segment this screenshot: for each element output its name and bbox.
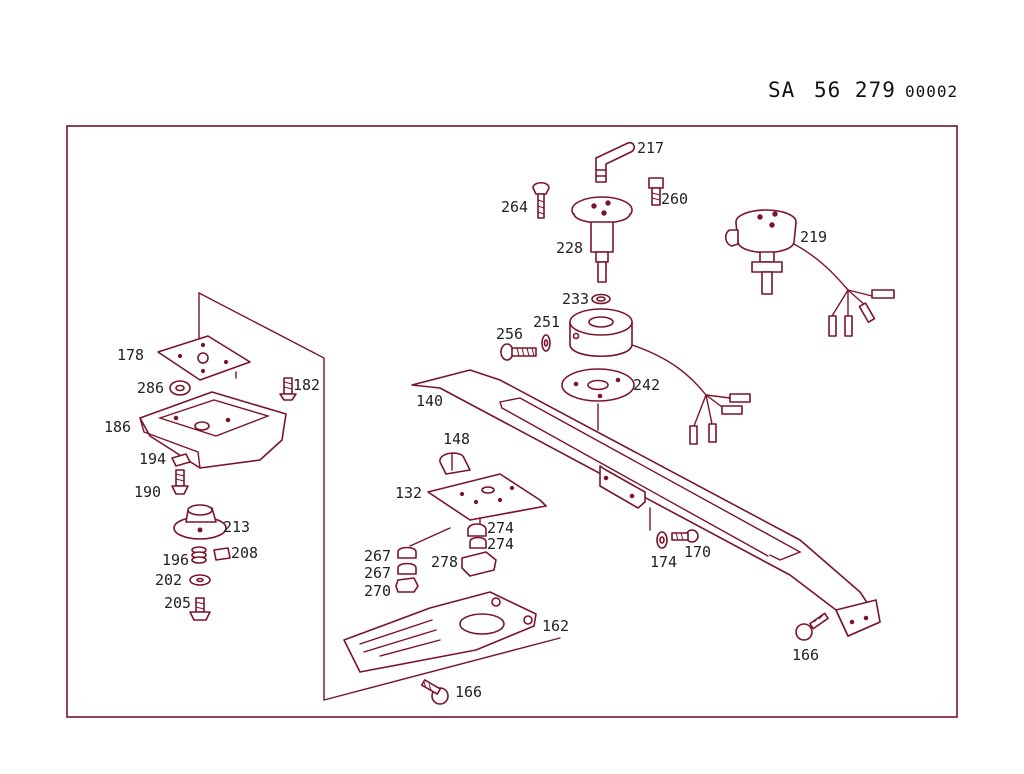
part-170-screw: [671, 529, 699, 543]
part-213-knob: [173, 504, 227, 540]
part-186-tray: [139, 391, 287, 469]
label-260: 260: [661, 190, 688, 208]
label-233: 233: [562, 290, 589, 308]
part-190-screw: [171, 469, 189, 495]
label-132: 132: [395, 484, 422, 502]
label-162: 162: [542, 617, 569, 635]
part-174-washer: [656, 531, 668, 549]
part-228-switch: [571, 196, 633, 283]
inset-panel-bottom: [323, 637, 561, 701]
label-213: 213: [223, 518, 250, 536]
label-208: 208: [231, 544, 258, 562]
part-166-screw-right: [795, 612, 829, 641]
leader-132-267: [409, 527, 451, 547]
label-182: 182: [293, 376, 320, 394]
part-194-nut: [171, 453, 191, 467]
label-219: 219: [800, 228, 827, 246]
part-274-cap-upper: [467, 523, 487, 537]
inset-panel-outline: [198, 292, 325, 701]
label-264: 264: [501, 198, 528, 216]
diagram-frame: [66, 125, 958, 718]
part-132-plate: [427, 473, 547, 525]
part-256-screw: [500, 343, 537, 361]
part-274-cap-lower: [469, 536, 487, 549]
part-208-nut: [213, 547, 231, 561]
label-274-upper: 274: [487, 519, 514, 537]
header-prefix: SA: [768, 78, 795, 102]
label-267-lower: 267: [364, 564, 391, 582]
part-233-washer: [591, 293, 611, 305]
label-256: 256: [496, 325, 523, 343]
part-202-washer: [189, 574, 211, 586]
label-267-upper: 267: [364, 547, 391, 565]
part-260-bolt: [648, 177, 664, 206]
label-205: 205: [164, 594, 191, 612]
label-140: 140: [416, 392, 443, 410]
part-196-spring: [191, 546, 207, 564]
label-166-lower: 166: [455, 683, 482, 701]
part-242-gasket: [561, 368, 635, 402]
part-162-base-plate: [343, 591, 537, 673]
part-switch-housing: [569, 308, 751, 445]
part-140-long-bracket: [411, 369, 881, 637]
part-number-labels: 217 264 260 228 219 233 256 251 242 140 …: [104, 139, 827, 701]
part-217-elbow-fitting: [595, 141, 636, 183]
part-267-nut-lower: [397, 562, 417, 575]
label-242: 242: [633, 376, 660, 394]
label-178: 178: [117, 346, 144, 364]
label-148: 148: [443, 430, 470, 448]
part-267-nut-upper: [397, 546, 417, 559]
header-number: 56 279: [814, 78, 896, 102]
part-270-nut: [395, 577, 419, 593]
label-228: 228: [556, 239, 583, 257]
label-202: 202: [155, 571, 182, 589]
part-264-screw: [532, 181, 550, 219]
label-166-right: 166: [792, 646, 819, 664]
label-194: 194: [139, 450, 166, 468]
part-148-clip: [439, 452, 471, 475]
label-278: 278: [431, 553, 458, 571]
label-174: 174: [650, 553, 677, 571]
label-286: 286: [137, 379, 164, 397]
part-278-block: [461, 551, 497, 577]
part-286-washer: [169, 380, 191, 396]
header-suffix: 00002: [905, 82, 958, 101]
label-270: 270: [364, 582, 391, 600]
part-166-screw-lower: [420, 679, 449, 705]
label-190: 190: [134, 483, 161, 501]
part-251-washer: [541, 334, 551, 352]
label-274-lower: 274: [487, 535, 514, 553]
part-178-mount-plate: [157, 335, 251, 381]
part-182-screw: [279, 377, 297, 401]
part-205-screw: [189, 597, 211, 621]
label-170: 170: [684, 543, 711, 561]
label-217: 217: [637, 139, 664, 157]
part-219-pressure-switch: [724, 209, 895, 337]
document-header: SA 56 279 00002: [768, 78, 958, 102]
label-186: 186: [104, 418, 131, 436]
label-251: 251: [533, 313, 560, 331]
label-196: 196: [162, 551, 189, 569]
